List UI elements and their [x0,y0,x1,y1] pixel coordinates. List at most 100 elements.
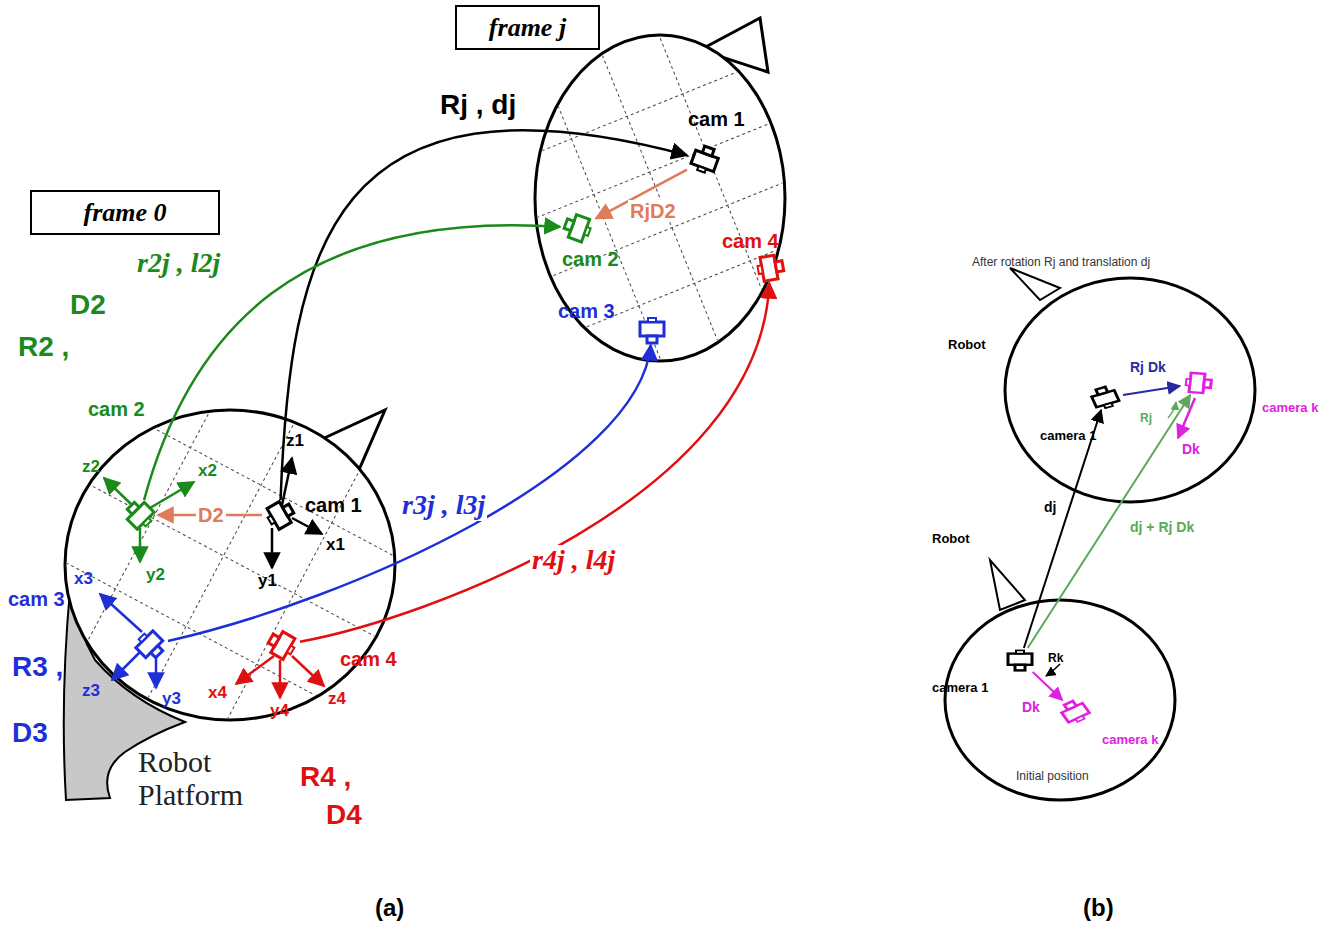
camera-node: cam 2 [560,213,596,243]
connector-label: Rj Dk [1128,360,1168,375]
connector-arrow [1123,386,1180,395]
text-label: x1 [326,536,345,555]
frame-box: frame j [455,5,600,50]
drawing-stroke [1058,698,1091,725]
camera-node: cam 3 [132,630,168,660]
drawing-stroke [1008,654,1032,665]
drawing-stroke [1016,650,1024,653]
text-label: (a) [375,895,404,921]
camera-label: cam 3 [558,300,615,323]
camera-icon [752,253,788,283]
camera-label: cam 4 [340,648,397,671]
text-label: y4 [270,702,289,721]
text-label: Robot [948,338,986,352]
camera-node: camera k [1180,371,1216,395]
drawing-stroke [1010,268,1060,300]
camera-label: cam 4 [722,230,779,253]
drawing-stroke [702,146,714,156]
camera-node: cam 3 [634,315,670,345]
camera-icon [1180,371,1216,395]
drawing-stroke [283,504,294,516]
drawing-stroke [136,631,163,658]
drawing-stroke [139,528,142,562]
text-label: D3 [12,718,48,749]
text-label: Robot [932,532,970,546]
camera-node: cam 1 [687,145,723,175]
camera-icon [634,315,670,345]
connector-label: r2j , l2j [135,248,222,279]
drawing-stroke [1008,650,1032,670]
text-label: Dk [1182,442,1200,457]
text-label: (b) [1083,895,1114,921]
drawing-stroke [1064,701,1076,710]
drawing-stroke [1168,402,1176,418]
text-label: x4 [208,684,227,703]
drawing-stroke [150,482,194,508]
drawing-stroke [535,35,785,361]
drawing-stroke [1104,403,1113,408]
connector-label: dj + Rj Dk [1128,520,1196,535]
connector-label: D2 [196,504,226,526]
text-label: After rotation Rj and translation dj [972,256,1150,269]
camera-label: cam 2 [562,248,619,271]
drawing-stroke [564,219,574,231]
camera-icon [262,500,298,530]
camera-label: camera k [1262,400,1318,415]
drawing-stroke [292,518,322,534]
camera-node: cam 2 [122,500,158,530]
drawing-stroke [151,646,163,658]
connector-label: r3j , l3j [400,490,487,521]
drawing-stroke [139,634,147,642]
drawing-stroke [100,594,142,632]
camera-node: cam 4 [264,630,300,660]
text-label: z3 [82,682,100,701]
drawing-stroke [268,634,279,646]
drawing-stroke [697,166,706,172]
drawing-stroke [279,660,282,698]
text-label: z1 [286,432,304,451]
drawing-stroke [1204,379,1212,387]
camera-node: cam 4 [752,253,788,283]
drawing-stroke [1046,664,1060,676]
frame-box: frame 0 [30,190,220,235]
camera-icon [264,630,300,660]
connector-label: dj [1042,500,1058,515]
connector-label: Rj , dj [438,90,518,121]
drawing-stroke [264,498,298,531]
drawing-stroke [214,452,369,743]
text-label: y3 [162,690,181,709]
drawing-stroke [45,551,345,711]
drawing-stroke [236,656,324,698]
camera-icon [132,630,168,660]
connector-label: RjD2 [628,200,678,222]
drawing-stroke [155,656,158,688]
drawing-stroke [990,560,1025,610]
drawing-stroke [1178,398,1195,438]
camera-axes [100,458,324,698]
camera-icon [122,500,158,530]
text-label: y2 [146,566,165,585]
camera-icon [560,213,596,243]
drawing-stroke [127,502,154,529]
frame-label: frame j [489,13,566,43]
connector-arrow [1033,672,1063,700]
drawing-stroke [775,261,784,272]
text-label: Rk [1048,652,1063,665]
camera-label: cam 1 [688,108,745,131]
drawing-stroke [648,318,656,322]
drawing-stroke [144,415,299,706]
drawing-stroke [1005,278,1255,502]
drawing-stroke [112,652,140,680]
drawing-stroke [649,10,784,344]
drawing-stroke [236,656,274,684]
drawing-stroke [104,478,132,505]
drawing-stroke [562,212,594,243]
camera-node: camera 1 [1087,386,1123,410]
drawing-stroke [464,0,858,419]
camera-icon [687,145,723,175]
text-label: y1 [258,572,277,591]
camera-label: cam 1 [305,494,362,517]
camera-node: camera 1 [1002,648,1038,672]
drawing-stroke [127,502,139,514]
robot-body-upper-b [1005,268,1255,502]
